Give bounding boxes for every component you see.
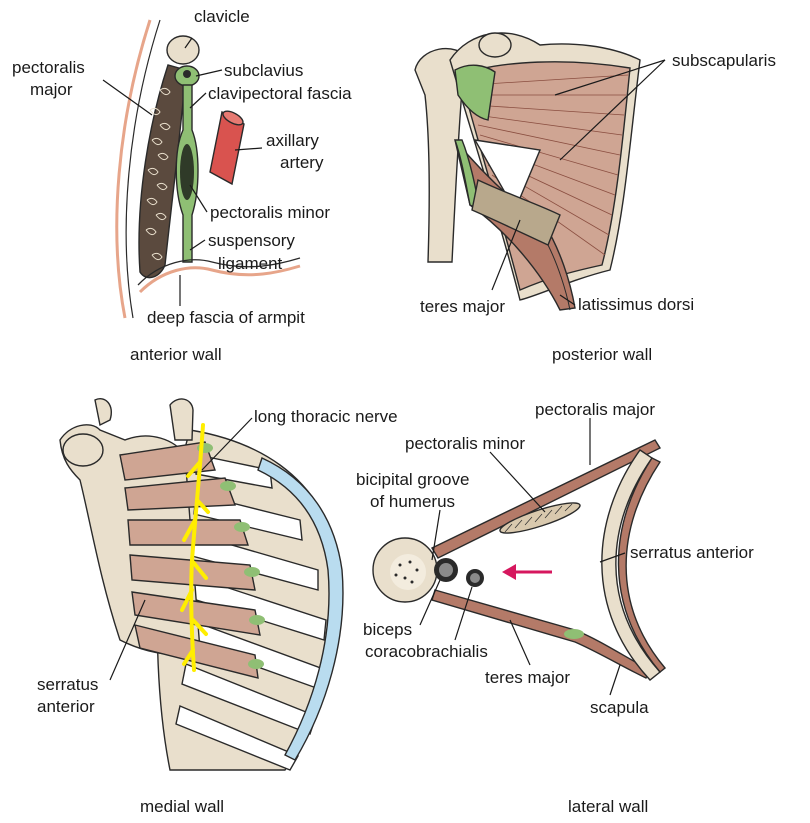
magenta-arrow <box>502 564 552 580</box>
label-scapula: scapula <box>590 698 649 717</box>
teres-green <box>564 629 584 639</box>
leader-pec-minor <box>490 452 545 512</box>
anterior-wall-panel: clavicle pectoralis major subclavius cla… <box>12 7 352 364</box>
label-suspensory-1: suspensory <box>208 231 295 250</box>
label-pec-minor-lat: pectoralis minor <box>405 434 525 453</box>
subclavius-core <box>183 70 191 78</box>
leader-coracobrachialis <box>455 587 472 640</box>
label-deep-fascia: deep fascia of armpit <box>147 308 305 327</box>
label-serratus-2: anterior <box>37 697 95 716</box>
label-subscapularis: subscapularis <box>672 51 776 70</box>
acromion-medial <box>95 399 111 425</box>
label-bicipital-2: of humerus <box>370 492 455 511</box>
label-pectoralis-major-1: pectoralis <box>12 58 85 77</box>
label-latissimus: latissimus dorsi <box>578 295 694 314</box>
caption-anterior: anterior wall <box>130 345 222 364</box>
lateral-wall-panel: pectoralis major pectoralis minor bicipi… <box>356 400 754 816</box>
label-biceps: biceps <box>363 620 412 639</box>
label-coracobrachialis: coracobrachialis <box>365 642 488 661</box>
pectoralis-minor-section <box>180 144 194 200</box>
caption-lateral: lateral wall <box>568 797 648 816</box>
label-axillary-2: artery <box>280 153 324 172</box>
label-suspensory-2: ligament <box>218 254 283 273</box>
coracoid <box>479 33 511 57</box>
label-axillary-1: axillary <box>266 131 319 150</box>
label-bicipital-1: bicipital groove <box>356 470 469 489</box>
leader-subclavius <box>196 70 222 76</box>
label-serratus-lat: serratus anterior <box>630 543 754 562</box>
caption-posterior: posterior wall <box>552 345 652 364</box>
label-pectoralis-major-2: major <box>30 80 73 99</box>
label-teres-major: teres major <box>420 297 505 316</box>
label-long-thoracic-nerve: long thoracic nerve <box>254 407 398 426</box>
label-teres-lat: teres major <box>485 668 570 687</box>
label-clavicle: clavicle <box>194 7 250 26</box>
biceps-core <box>439 563 453 577</box>
label-serratus-1: serratus <box>37 675 98 694</box>
label-clavipectoral-fascia: clavipectoral fascia <box>208 84 352 103</box>
leader-scapula <box>610 665 620 695</box>
label-pectoralis-minor: pectoralis minor <box>210 203 330 222</box>
scapula-lateral <box>602 450 660 680</box>
medial-wall-panel: long thoracic nerve serratus anterior me… <box>37 399 398 816</box>
clavicle-section <box>167 36 199 64</box>
coracoid-medial <box>170 399 193 440</box>
posterior-wall-panel: subscapularis teres major latissimus dor… <box>415 33 776 364</box>
humerus-marrow <box>390 554 426 590</box>
coracobrachialis-core <box>470 573 480 583</box>
label-subclavius: subclavius <box>224 61 303 80</box>
caption-medial: medial wall <box>140 797 224 816</box>
label-pec-major-lat: pectoralis major <box>535 400 655 419</box>
scapula-process <box>63 434 103 466</box>
